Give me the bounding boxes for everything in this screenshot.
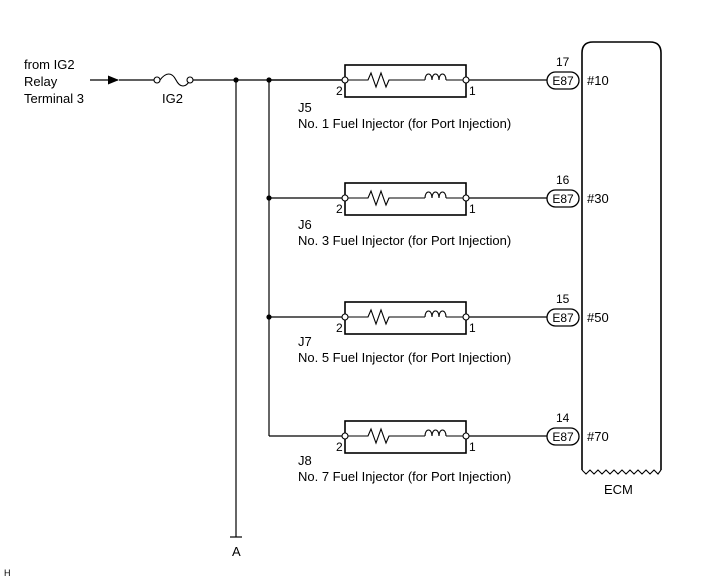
input-wire	[90, 75, 154, 85]
source-label-line3: Terminal 3	[24, 91, 84, 106]
pin-right: 1	[469, 84, 476, 98]
source-label-line1: from IG2	[24, 57, 75, 72]
arrow-icon	[108, 75, 119, 85]
injector-name: No. 7 Fuel Injector (for Port Injection)	[298, 469, 511, 484]
injector-j8: 2 1 J8 No. 7 Fuel Injector (for Port Inj…	[269, 411, 609, 484]
coil-icon	[424, 429, 447, 437]
ecm-pin-number: 14	[556, 411, 570, 425]
ecm-connector-label: E87	[552, 311, 574, 325]
injector-name: No. 1 Fuel Injector (for Port Injection)	[298, 116, 511, 131]
ecm-terminal: #10	[587, 73, 609, 88]
ecm-connector-badge	[546, 71, 580, 90]
connector-id: J6	[298, 217, 312, 232]
fuse-label: IG2	[162, 91, 183, 106]
pin-right: 1	[469, 321, 476, 335]
ground-label: A	[232, 544, 241, 559]
ecm-connector-badge	[546, 189, 580, 208]
coil-icon	[424, 73, 447, 81]
ecm-block: ECM	[581, 41, 662, 497]
pin-left: 2	[336, 84, 343, 98]
ecm-pin-number: 16	[556, 173, 570, 187]
pin-left: 2	[336, 440, 343, 454]
ecm-pin-number: 15	[556, 292, 570, 306]
corner-mark: H	[4, 568, 11, 578]
ecm-terminal: #50	[587, 310, 609, 325]
connector-id: J8	[298, 453, 312, 468]
connector-id: J5	[298, 100, 312, 115]
pin-right: 1	[469, 440, 476, 454]
injector-j5: 2 1 J5 No. 1 Fuel Injector (for Port Inj…	[269, 55, 609, 131]
ecm-pin-number: 17	[556, 55, 570, 69]
ecm-terminal: #70	[587, 429, 609, 444]
connector-id: J7	[298, 334, 312, 349]
coil-icon	[424, 310, 447, 318]
ecm-connector-label: E87	[552, 430, 574, 444]
injector-j7: 2 1 J7 No. 5 Fuel Injector (for Port Inj…	[269, 292, 609, 365]
fuse-ig2: IG2	[153, 73, 194, 106]
ecm-connector-badge	[546, 427, 580, 446]
injector-name: No. 3 Fuel Injector (for Port Injection)	[298, 233, 511, 248]
pin-left: 2	[336, 202, 343, 216]
ecm-label: ECM	[604, 482, 633, 497]
coil-icon	[424, 191, 447, 199]
injector-j6: 2 1 J6 No. 3 Fuel Injector (for Port Inj…	[269, 173, 609, 248]
ecm-terminal: #30	[587, 191, 609, 206]
pin-right: 1	[469, 202, 476, 216]
injector-name: No. 5 Fuel Injector (for Port Injection)	[298, 350, 511, 365]
ecm-connector-badge	[546, 308, 580, 327]
ecm-connector-label: E87	[552, 192, 574, 206]
pin-left: 2	[336, 321, 343, 335]
ecm-connector-label: E87	[552, 74, 574, 88]
source-label-line2: Relay	[24, 74, 58, 89]
